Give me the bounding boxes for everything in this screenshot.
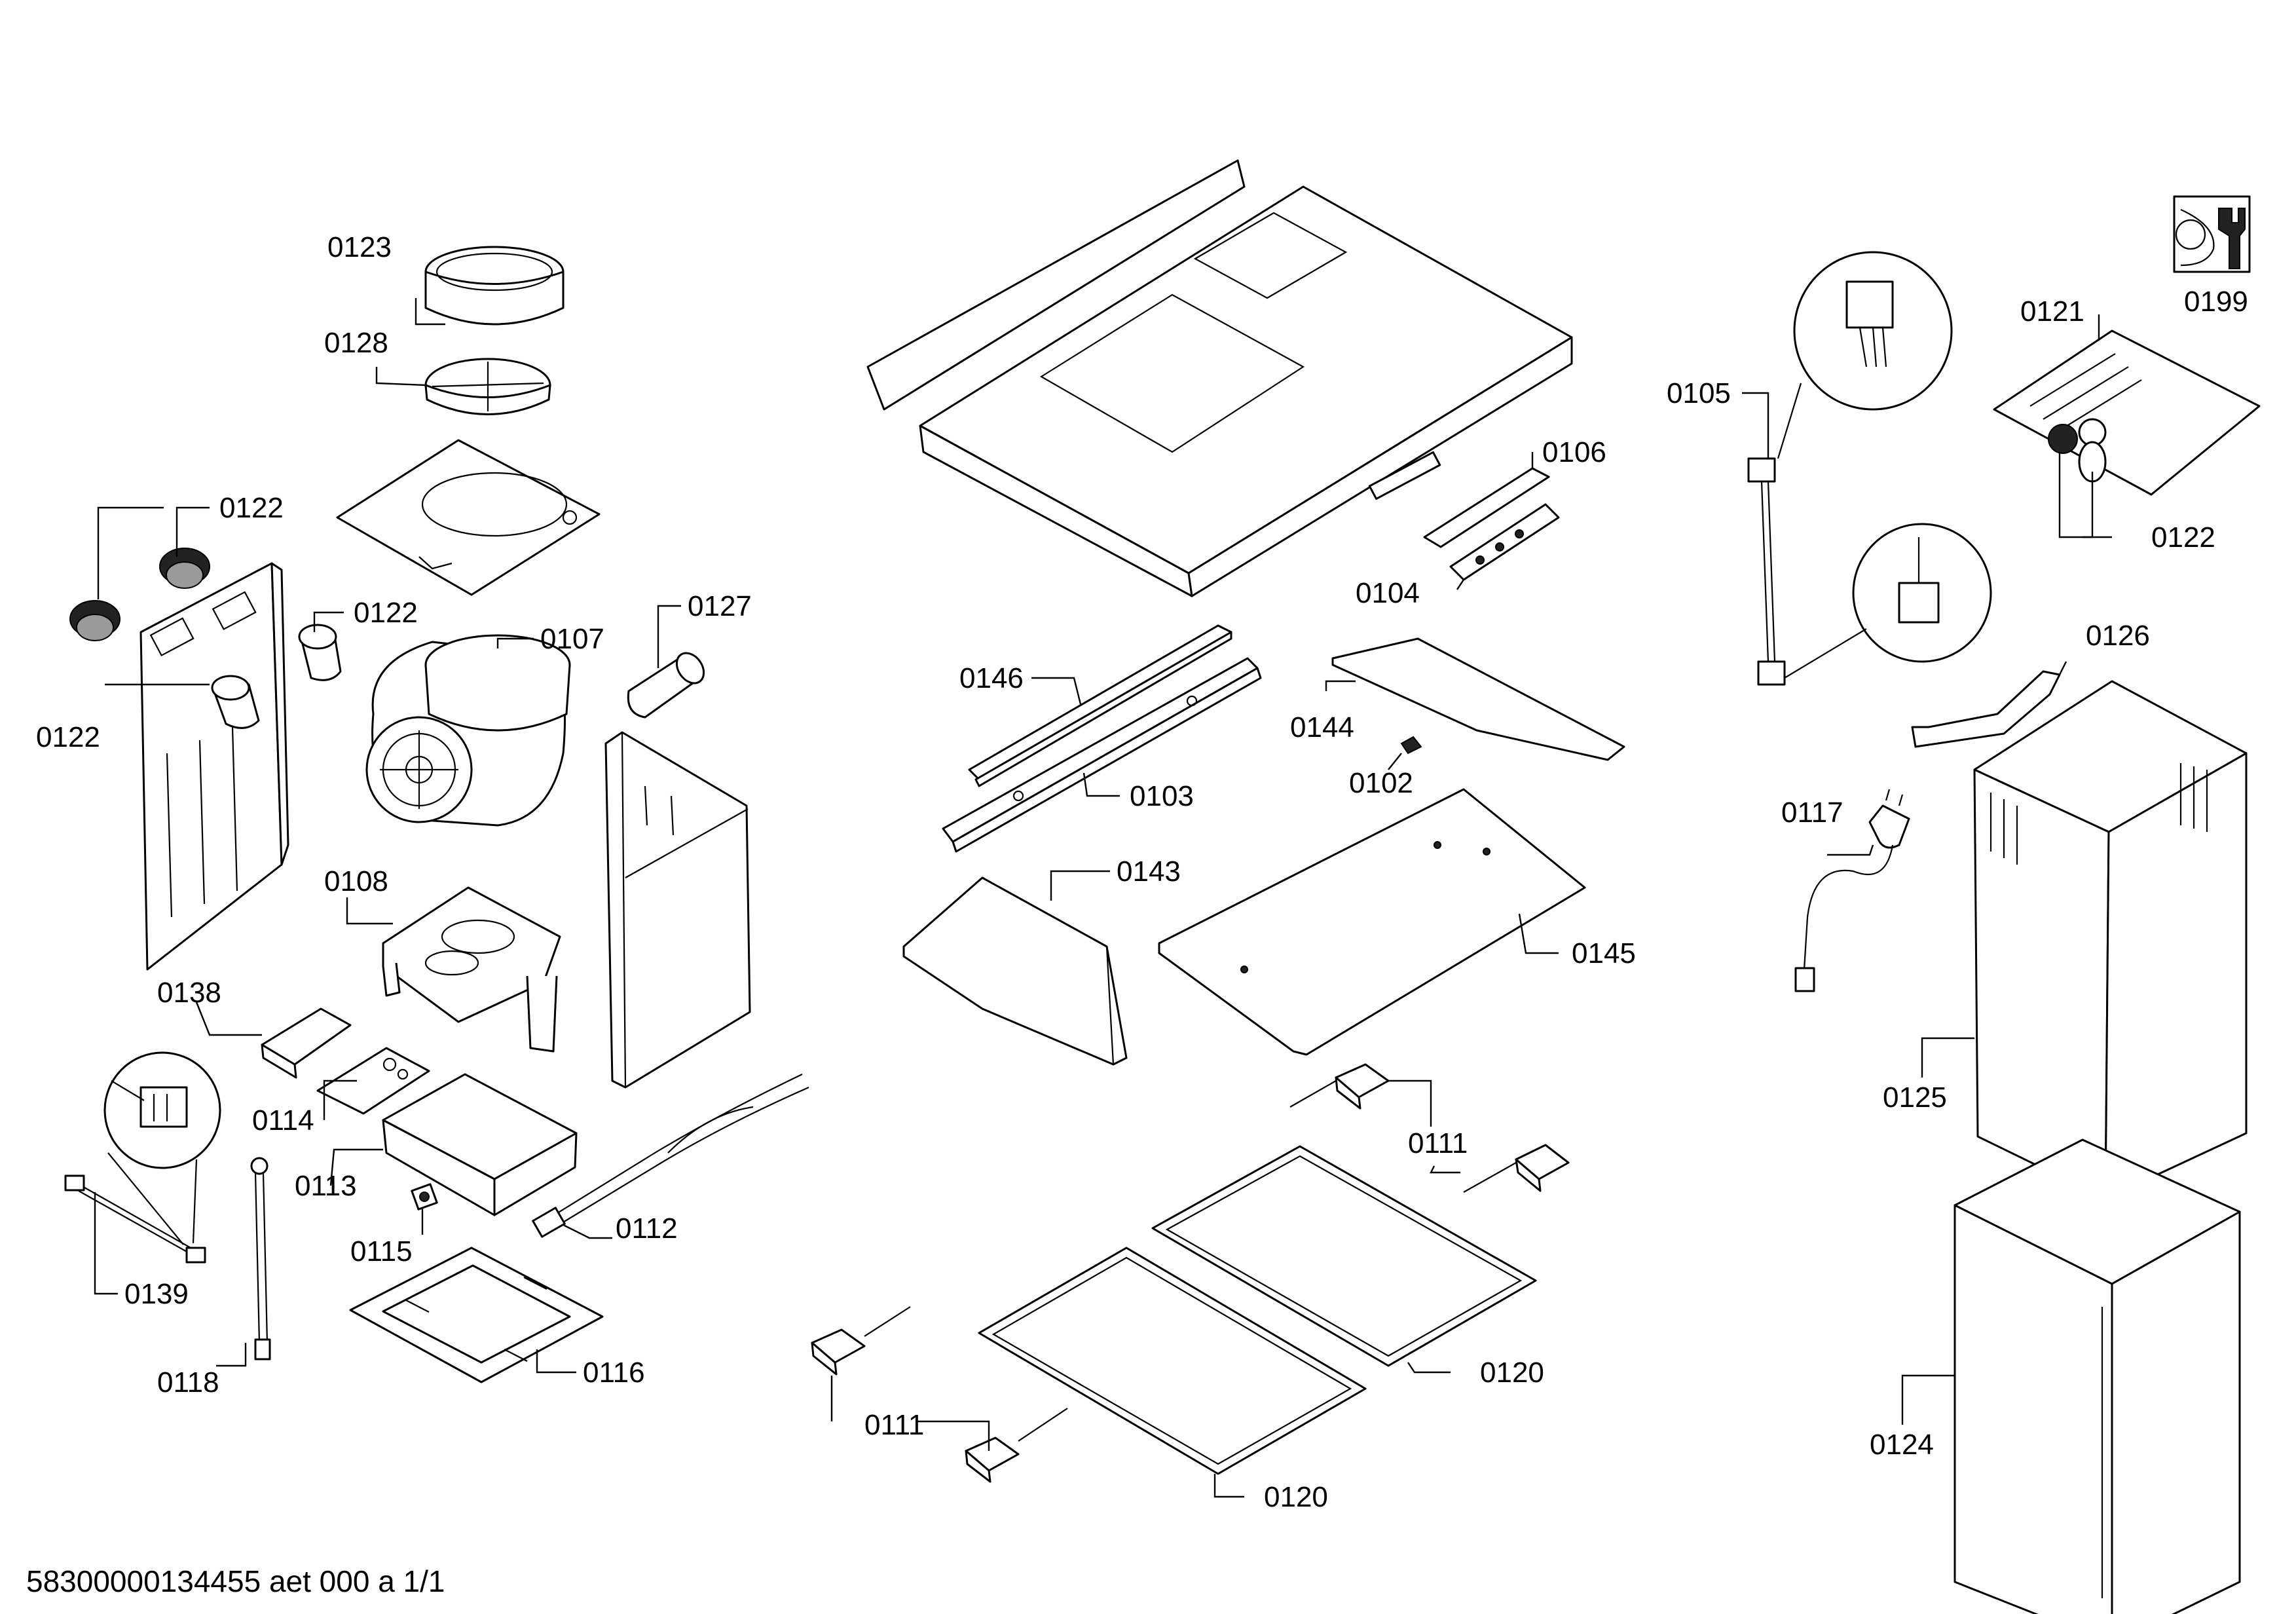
label-0108: 0108	[324, 865, 388, 897]
label-0121: 0121	[2020, 295, 2084, 328]
part-0122-knob-3[interactable]	[211, 675, 260, 729]
label-0145: 0145	[1572, 937, 1636, 969]
part-0146-side-rail[interactable]	[968, 624, 1232, 787]
label-0127: 0127	[688, 590, 752, 622]
label-0106: 0106	[1542, 436, 1606, 468]
label-0117: 0117	[1781, 797, 1843, 829]
part-0117-power-cord[interactable]	[1794, 789, 1910, 992]
part-0111-lamp-holder-4[interactable]	[965, 1408, 1068, 1483]
label-0122-c: 0122	[36, 721, 100, 753]
part-0103-front-rail[interactable]	[942, 657, 1262, 853]
part-housing-side-panel-right[interactable]	[604, 731, 751, 1089]
part-0118-ground-cable[interactable]	[250, 1157, 271, 1361]
label-0111-a: 0111	[1408, 1127, 1468, 1159]
leader-lines	[94, 298, 2112, 1498]
part-0107-blower-motor[interactable]	[365, 634, 571, 827]
label-0126: 0126	[2086, 620, 2150, 652]
part-0111-lamp-holder-3[interactable]	[811, 1306, 911, 1376]
label-0124: 0124	[1870, 1429, 1934, 1461]
part-0120-grease-filter-1[interactable]	[1151, 1145, 1537, 1367]
label-0128: 0128	[324, 327, 388, 359]
label-0115: 0115	[350, 1235, 413, 1267]
label-0125: 0125	[1883, 1081, 1947, 1114]
part-0115-sensor[interactable]	[411, 1183, 438, 1210]
part-housing-side-panel-left[interactable]	[139, 562, 289, 971]
label-0120-a: 0120	[1480, 1357, 1544, 1389]
part-0123-duct-collar[interactable]	[424, 246, 565, 326]
part-labels: 0123 0128 0122 0122 0122 0107 0127 0108 …	[36, 231, 2248, 1513]
part-0122-knob-4[interactable]	[298, 624, 342, 681]
part-0125-upper-chimney[interactable]	[1973, 680, 2248, 1200]
part-0111-lamp-holder-1[interactable]	[1289, 1063, 1390, 1110]
part-0128-backflow-flap[interactable]	[424, 358, 551, 415]
part-0116-filter-frame[interactable]	[349, 1247, 604, 1383]
label-0103: 0103	[1130, 780, 1194, 812]
document-id: 58300000134455 aet 000 a 1/1	[26, 1564, 445, 1598]
part-0122-knob-2[interactable]	[159, 548, 210, 589]
part-0104-switch-panel[interactable]	[1449, 503, 1560, 581]
label-0138: 0138	[157, 977, 221, 1009]
label-0144: 0144	[1290, 711, 1354, 743]
part-0112-wiring-harness[interactable]	[532, 1074, 809, 1238]
part-0127-capacitor[interactable]	[627, 648, 709, 719]
part-0122-knob-1[interactable]	[69, 600, 120, 641]
label-0111-b: 0111	[864, 1409, 924, 1441]
label-0139: 0139	[124, 1278, 189, 1310]
part-0145-inner-panel[interactable]	[1158, 788, 1586, 1056]
label-0120-b: 0120	[1264, 1481, 1328, 1513]
part-0120-grease-filter-2[interactable]	[978, 1247, 1367, 1475]
part-0108-motor-bracket[interactable]	[382, 886, 561, 1053]
part-0105-wiring-loom[interactable]	[1747, 251, 1992, 686]
part-0121-accessory-bag[interactable]	[1993, 329, 2261, 496]
label-0146: 0146	[959, 662, 1024, 694]
label-0105: 0105	[1667, 377, 1731, 409]
label-0118: 0118	[157, 1366, 219, 1398]
part-0114-control-board[interactable]	[316, 1047, 430, 1115]
part-mounting-plate[interactable]	[336, 439, 601, 596]
part-0139-connector-cable[interactable]	[64, 1051, 221, 1264]
part-0138-relay-module[interactable]	[261, 1007, 352, 1079]
label-0102: 0102	[1349, 767, 1413, 799]
part-0102-clip[interactable]	[1400, 736, 1422, 755]
label-0143: 0143	[1117, 855, 1181, 888]
wrench-icon	[2173, 195, 2251, 273]
label-0112: 0112	[616, 1212, 678, 1245]
label-0116: 0116	[583, 1357, 645, 1389]
part-0111-lamp-holder-2[interactable]	[1463, 1144, 1570, 1193]
label-0123: 0123	[327, 231, 392, 263]
label-0107: 0107	[540, 623, 604, 655]
label-0122-a: 0122	[219, 492, 284, 524]
part-0124-lower-chimney[interactable]	[1953, 1138, 2241, 1614]
label-0113: 0113	[295, 1170, 357, 1202]
part-0143-baffle[interactable]	[902, 876, 1128, 1066]
label-0122-b: 0122	[354, 597, 418, 629]
part-0113-electronics-box[interactable]	[382, 1073, 578, 1216]
label-0199: 0199	[2184, 286, 2248, 318]
part-0106-control-strip[interactable]	[1423, 467, 1550, 548]
label-0104: 0104	[1356, 577, 1420, 609]
label-0114: 0114	[252, 1104, 314, 1136]
part-0144-cover-plate[interactable]	[1331, 637, 1625, 761]
label-0122-d: 0122	[2151, 521, 2215, 554]
part-hood-canopy[interactable]	[866, 159, 1573, 597]
